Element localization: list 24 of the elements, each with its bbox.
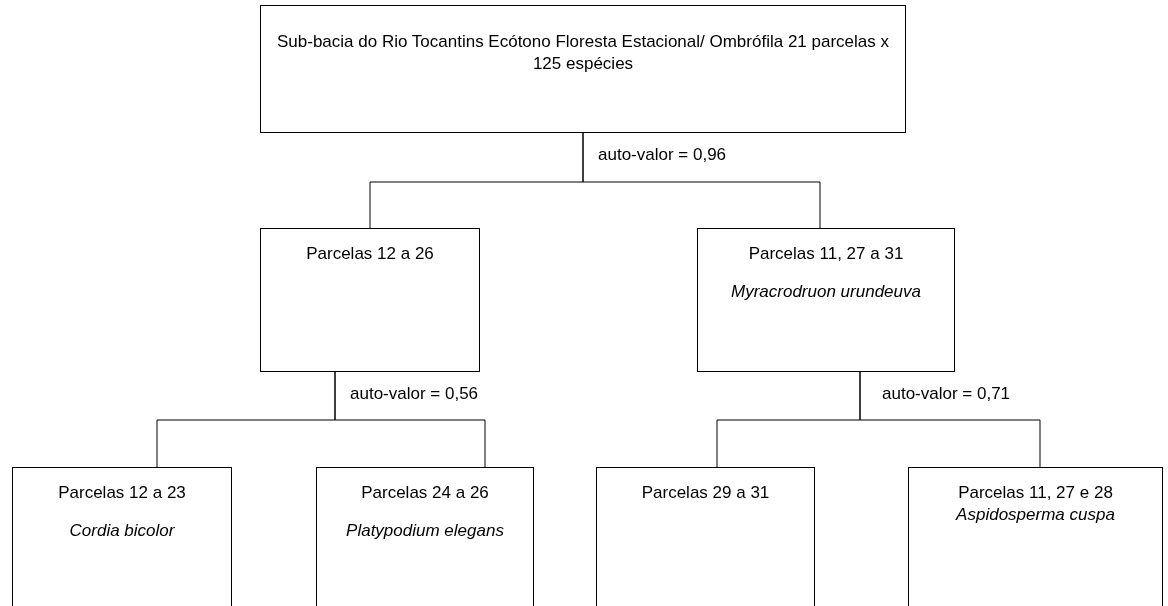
connector-line bbox=[582, 132, 821, 229]
node-title: Parcelas 12 a 23 bbox=[57, 482, 187, 504]
node-title: Parcelas 11, 27 a 31 bbox=[747, 243, 905, 265]
node-box bbox=[316, 467, 534, 606]
eigenvalue-label: auto-valor = 0,71 bbox=[882, 384, 1011, 404]
node-title: Parcelas 29 a 31 bbox=[640, 482, 771, 504]
node-box bbox=[260, 228, 480, 372]
connector-line bbox=[334, 371, 486, 468]
eigenvalue-label: auto-valor = 0,96 bbox=[598, 145, 727, 165]
connector-line bbox=[859, 371, 1041, 468]
species-name: Aspidosperma cuspa bbox=[954, 504, 1116, 526]
node-title: Parcelas 12 a 26 bbox=[305, 243, 435, 265]
species-name: Myracrodruon urundeuva bbox=[730, 281, 922, 303]
node-title: Sub-bacia do Rio Tocantins Ecótono Floresta Estacional/ Ombrófila 21 parcelas x 125 espécies bbox=[276, 31, 890, 75]
node-box bbox=[697, 228, 955, 372]
node-box bbox=[260, 5, 906, 133]
species-name: Platypodium elegans bbox=[345, 520, 505, 542]
species-name: Cordia bicolor bbox=[68, 520, 176, 542]
node-box bbox=[908, 467, 1163, 606]
node-box bbox=[12, 467, 232, 606]
eigenvalue-label: auto-valor = 0,56 bbox=[350, 384, 479, 404]
node-box bbox=[596, 467, 815, 606]
node-title: Parcelas 11, 27 e 28 bbox=[957, 482, 1114, 504]
node-title: Parcelas 24 a 26 bbox=[360, 482, 490, 504]
